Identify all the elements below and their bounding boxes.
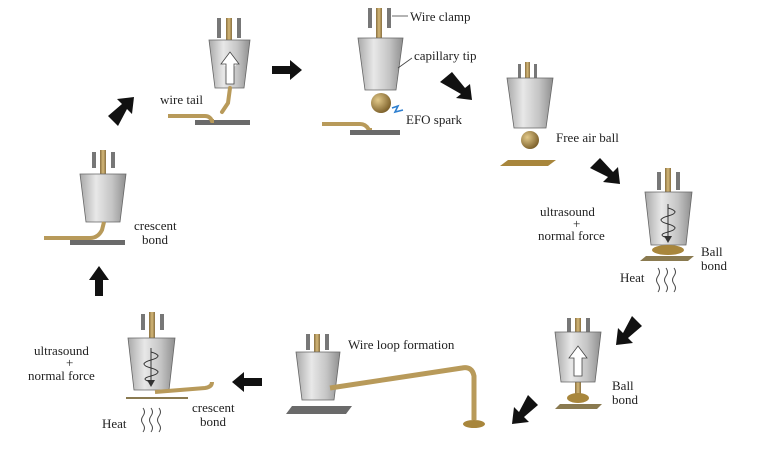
wire (314, 334, 320, 358)
up-arrow-outline (220, 51, 240, 85)
label-efo-spark: EFO spark (406, 112, 462, 127)
label-wire-clamp: Wire clamp (410, 9, 470, 24)
label-bond: bond (612, 392, 639, 407)
wire (525, 62, 530, 92)
step-ball-bond-rise: Ball bond (554, 318, 639, 409)
bond-pad (500, 160, 556, 166)
capillary (506, 77, 554, 129)
label-heat: Heat (620, 270, 645, 285)
arrow-right-icon (272, 60, 302, 80)
clamp-left (92, 152, 96, 168)
clamp-left (567, 318, 571, 336)
step-wire-tail: wire tail (160, 18, 251, 125)
wire-ball (371, 93, 391, 113)
step-wire-loop-formation: Wire loop formation (286, 334, 485, 428)
heat-wave-icon (656, 267, 676, 293)
bonded-wire (322, 122, 372, 132)
clamp-left (306, 334, 310, 350)
label-bond: bond (142, 232, 169, 247)
substrate (195, 120, 250, 125)
cycle-arrows (89, 60, 642, 424)
label-wire-loop-formation: Wire loop formation (348, 337, 455, 352)
up-arrow-icon (568, 345, 588, 377)
clamp-right (237, 18, 241, 38)
arrow-up-icon (89, 266, 109, 296)
arrow-left-icon (232, 372, 262, 392)
label-ultrasound: ultrasound (540, 204, 595, 219)
capillary-tip-leader (397, 57, 413, 69)
label-plus: + (66, 355, 73, 370)
step-crescent-bond-ultrasound: ultrasound + normal force Heat crescent … (28, 312, 235, 433)
label-capillary-tip: capillary tip (414, 48, 476, 63)
arrow-up-right-icon (108, 97, 134, 126)
step-free-air-ball: Free air ball (500, 62, 619, 166)
label-bond: bond (701, 258, 728, 273)
clamp-left (657, 172, 661, 190)
label-ball: Ball (612, 378, 634, 393)
loop-ball-bond (463, 420, 485, 428)
bond-pad (640, 256, 694, 261)
force-arrowhead (664, 236, 672, 243)
heat-wave-icon (141, 407, 161, 433)
substrate (286, 406, 352, 414)
step-ball-bond-ultrasound: ultrasound + normal force Ball bond Heat (538, 168, 728, 293)
arrow-down-right-icon (440, 72, 472, 100)
force-arrowhead (147, 380, 155, 387)
substrate (70, 240, 125, 245)
label-crescent: crescent (192, 400, 235, 415)
clamp-left (518, 64, 521, 78)
ball-bond (652, 245, 684, 255)
capillary (357, 37, 404, 91)
bonded-wire (168, 114, 214, 123)
capillary (295, 351, 341, 401)
capillary (79, 173, 127, 223)
step-crescent-bond: crescent bond (44, 150, 177, 247)
label-free-air-ball: Free air ball (556, 130, 619, 145)
label-normal-force: normal force (538, 228, 605, 243)
clamp-left (141, 314, 145, 330)
bond-pad (555, 404, 602, 409)
label-plus: + (573, 216, 580, 231)
efo-spark-icon (391, 104, 404, 114)
clamp-right (325, 334, 329, 350)
wire (100, 150, 106, 180)
label-crescent: crescent (134, 218, 177, 233)
wire (376, 8, 382, 48)
arrow-down-left-icon (512, 395, 538, 424)
label-ultrasound: ultrasound (34, 343, 89, 358)
label-normal-force: normal force (28, 368, 95, 383)
wire (665, 168, 671, 208)
clamp-right (111, 152, 115, 168)
clamp-right (160, 314, 164, 330)
clamp-right (387, 8, 391, 28)
clamp-right (534, 64, 537, 78)
crescent-wire (44, 221, 106, 240)
clamp-right (676, 172, 680, 190)
wire (149, 312, 155, 342)
clamp-left (217, 18, 221, 38)
substrate (350, 130, 400, 135)
label-wire-tail: wire tail (160, 92, 203, 107)
free-air-ball (521, 131, 539, 149)
label-heat: Heat (102, 416, 127, 431)
wire-loop (329, 365, 477, 420)
label-bond: bond (200, 414, 227, 429)
wire-tail (220, 86, 232, 114)
arrow-down-right-icon (590, 158, 620, 184)
arrow-down-left-icon (616, 316, 642, 345)
clamp-right (586, 318, 590, 336)
step-efo-spark: Wire clamp capillary tip EFO spark (322, 8, 476, 135)
label-ball: Ball (701, 244, 723, 259)
ball-bond (567, 393, 589, 403)
clamp-left (368, 8, 372, 28)
crescent-wire (154, 381, 214, 394)
